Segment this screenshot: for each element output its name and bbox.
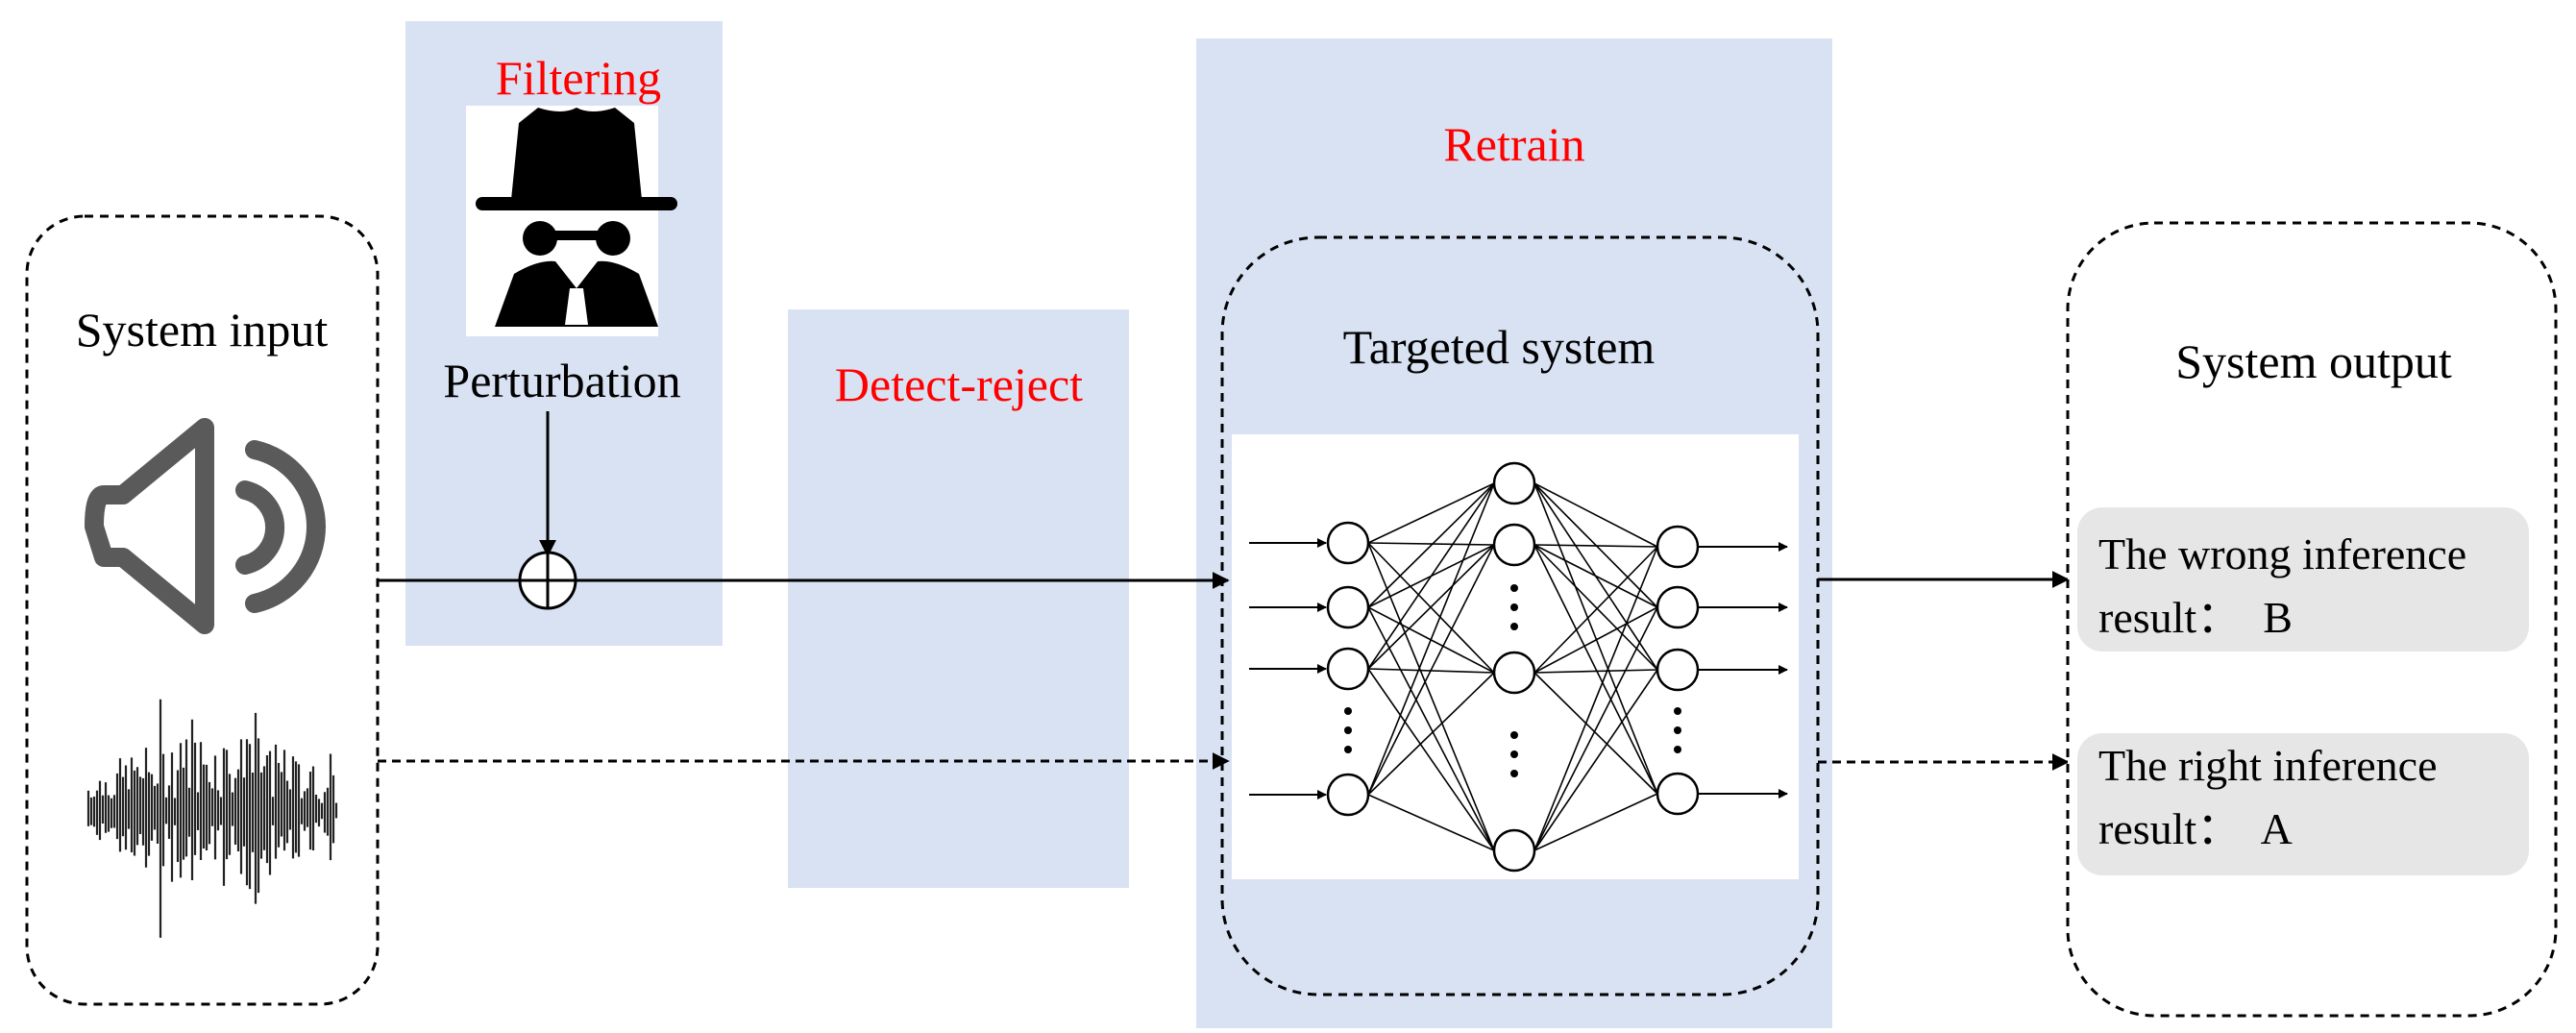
nn-ellipsis-dot (1510, 750, 1518, 758)
nn-connection (1367, 482, 1495, 544)
perturbation-label: Perturbation (443, 354, 680, 407)
detect-reject-panel (788, 309, 1129, 888)
nn-ellipsis-dot (1344, 726, 1352, 734)
nn-node (1492, 461, 1536, 505)
targeted-system-title: Targeted system (1343, 320, 1656, 374)
retrain-label: Retrain (1443, 117, 1584, 171)
nn-connection (1533, 546, 1658, 851)
nn-connection (1367, 482, 1495, 796)
nn-node (1492, 828, 1536, 873)
nn-connection (1533, 669, 1658, 674)
nn-connection (1533, 544, 1658, 548)
nn-ellipsis-dot (1510, 623, 1518, 630)
nn-node (1656, 772, 1700, 816)
wrong-result-line1: The wrong inference (2098, 529, 2466, 578)
nn-connection (1367, 794, 1495, 851)
nn-connection (1533, 669, 1658, 851)
nn-node (1656, 525, 1700, 569)
nn-connection (1367, 542, 1495, 851)
nn-connection (1367, 482, 1495, 608)
nn-connection (1533, 482, 1658, 795)
filtering-label: Filtering (496, 51, 661, 105)
nn-ellipsis-dot (1510, 584, 1518, 592)
nn-node (1492, 523, 1536, 567)
nn-ellipsis-dot (1344, 707, 1352, 715)
nn-connection (1533, 482, 1658, 548)
nn-ellipsis-dot (1344, 746, 1352, 753)
system-input-title: System input (76, 303, 329, 357)
nn-connection (1367, 668, 1495, 851)
nn-connection (1367, 542, 1495, 546)
nn-node (1326, 647, 1370, 691)
waveform-icon (86, 699, 338, 938)
wrong-result-box (2077, 507, 2529, 652)
nn-ellipsis-dot (1674, 726, 1681, 734)
nn-connection (1533, 606, 1658, 851)
nn-connection (1533, 546, 1658, 674)
nn-connection (1367, 544, 1495, 670)
speaker-icon (85, 418, 326, 634)
neural-network-icon (1249, 461, 1788, 873)
nn-connection (1533, 672, 1658, 795)
nn-connection (1367, 482, 1495, 670)
nn-connection (1533, 793, 1658, 851)
adder-icon (518, 551, 577, 610)
right-result-box (2077, 733, 2529, 875)
nn-ellipsis-dot (1674, 707, 1681, 715)
nn-node (1656, 585, 1700, 629)
nn-ellipsis-dot (1510, 731, 1518, 739)
nn-connection (1367, 544, 1495, 796)
nn-connection (1533, 544, 1658, 795)
nn-node (1326, 521, 1370, 565)
nn-node (1326, 773, 1370, 817)
nn-node (1326, 585, 1370, 629)
nn-node (1656, 648, 1700, 692)
nn-node (1492, 651, 1536, 695)
wrong-result-line2: result： B (2098, 593, 2293, 642)
nn-ellipsis-dot (1510, 770, 1518, 777)
nn-connection (1533, 606, 1658, 674)
system-output-title: System output (2175, 334, 2452, 388)
nn-ellipsis-dot (1674, 746, 1681, 753)
detect-reject-label: Detect-reject (835, 357, 1083, 411)
targeted-system-box (1220, 235, 1820, 996)
nn-connection (1367, 672, 1495, 796)
right-result-line1: The right inference (2098, 741, 2437, 790)
spy-icon (476, 108, 677, 327)
right-result-line2: result： A (2098, 804, 2293, 853)
nn-ellipsis-dot (1510, 603, 1518, 611)
